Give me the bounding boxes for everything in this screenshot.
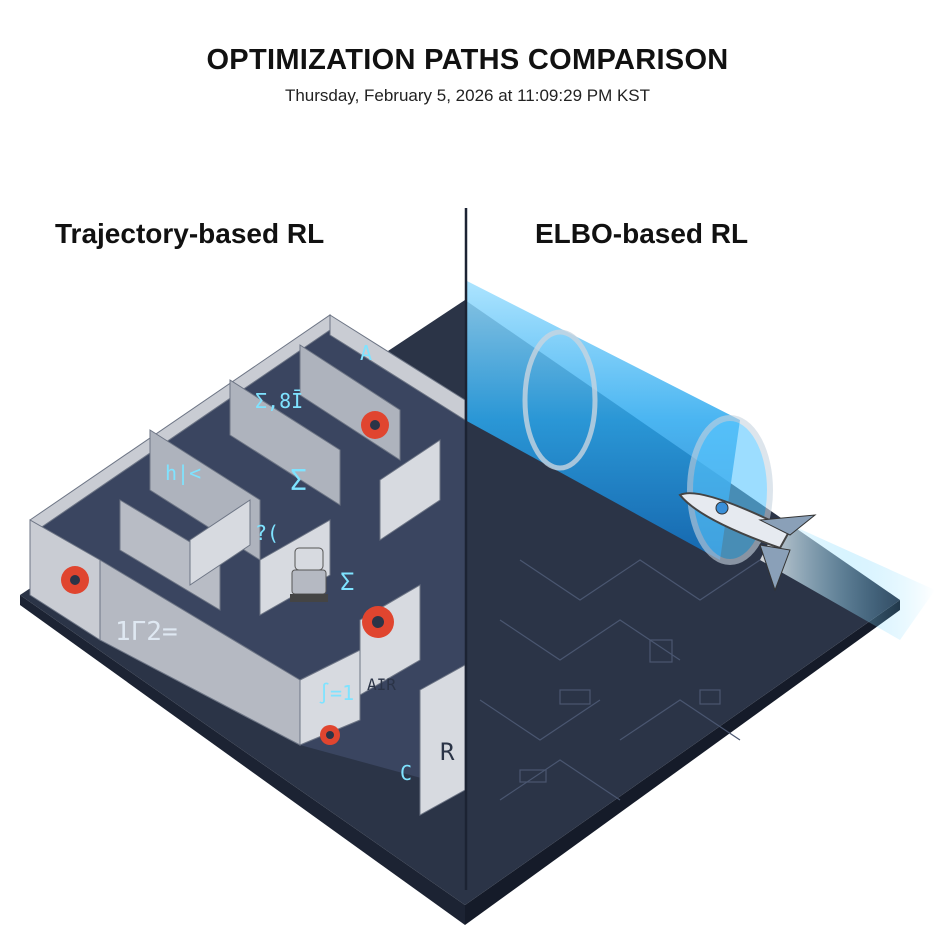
circuit-board (479, 559, 761, 801)
maze-glyph: R (440, 738, 455, 766)
timestamp: Thursday, February 5, 2026 at 11:09:29 P… (284, 86, 651, 105)
maze-glyph: C (400, 761, 412, 785)
maze-glyph: ∫=1 (318, 681, 354, 705)
right-panel-label: ELBO-based RL (535, 218, 749, 249)
maze-glyph: h|< (165, 461, 201, 485)
maze-glyph: ?( (255, 521, 279, 545)
page-title: OPTIMIZATION PATHS COMPARISON (206, 44, 729, 76)
maze-glyph: Σ,8Ī (255, 389, 303, 413)
maze: A Σ,8Ī h|< Σ 1Γ2= Σ ∫=1 AIR R C ?( (29, 314, 466, 816)
maze-glyph: Σ (290, 464, 307, 497)
rocket-icon (678, 492, 817, 592)
robot-icon (290, 547, 328, 602)
left-panel-label: Trajectory-based RL (55, 218, 325, 249)
maze-glyph: Σ (340, 568, 354, 596)
maze-glyph: 1Γ2= (115, 617, 178, 647)
gear-icon (61, 411, 394, 745)
maze-glyph: A (360, 341, 372, 365)
maze-glyph: AIR (367, 675, 396, 694)
